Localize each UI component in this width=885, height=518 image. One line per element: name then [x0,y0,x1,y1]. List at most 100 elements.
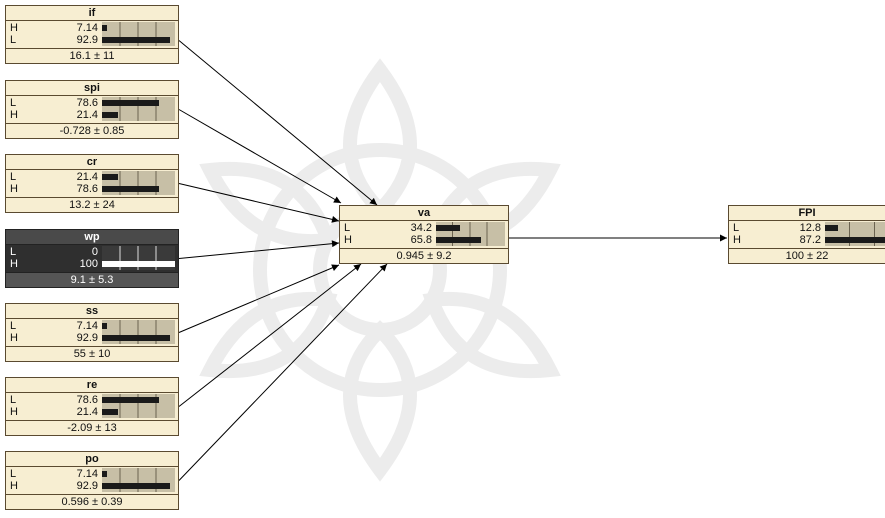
probability-bar-track [102,406,175,418]
probability-bar-track [825,234,885,246]
probability-bar [102,186,159,192]
state-probability: 7.14 [30,468,98,480]
state-probability: 87.2 [753,234,821,246]
probability-bar-track [102,246,175,258]
state-probability: 92.9 [30,480,98,492]
node-expected-value: 0.945 ± 9.2 [340,249,508,263]
node-states: L21.4H78.6 [6,170,178,198]
state-label: H [10,22,18,34]
probability-bar-track [436,222,505,234]
probability-bar [102,471,107,477]
state-label: L [10,468,16,480]
probability-bar [102,25,107,31]
node-title: va [340,206,508,221]
state-label: H [10,480,18,492]
state-row-h: H 65.8 [340,234,508,246]
node-title: re [6,378,178,393]
probability-bar [102,100,159,106]
probability-bar-track [825,222,885,234]
state-probability: 0 [30,246,98,258]
edge-if-to-va [179,41,377,206]
probability-bar [102,323,107,329]
state-probability: 78.6 [30,183,98,195]
probability-bar [102,174,118,180]
state-label: H [344,234,352,246]
node-expected-value: -0.728 ± 0.85 [6,124,178,138]
probability-bar [102,335,170,341]
probability-bar-track [102,394,175,406]
probability-bar [102,483,170,489]
node-expected-value: 13.2 ± 24 [6,198,178,212]
state-probability: 21.4 [30,171,98,183]
state-row-l: L 21.4 [6,171,178,183]
node-expected-value: 0.596 ± 0.39 [6,495,178,509]
probability-bar-track [436,234,505,246]
node-expected-value: 100 ± 22 [729,249,885,263]
edge-ss-to-va [179,265,339,333]
probability-bar [102,261,175,267]
node-title: FPI [729,206,885,221]
probability-bar [436,225,460,231]
node-expected-value: 9.1 ± 5.3 [6,273,178,287]
node-expected-value: 16.1 ± 11 [6,49,178,63]
state-probability: 92.9 [30,332,98,344]
probability-bar [102,409,118,415]
state-probability: 21.4 [30,406,98,418]
probability-bar [825,225,838,231]
state-probability: 92.9 [30,34,98,46]
node-states: H7.14L 92.9 [6,21,178,49]
state-row-l: L 92.9 [6,34,178,46]
state-row-h: H 92.9 [6,480,178,492]
probability-bar [102,112,118,118]
probability-bar-track [102,468,175,480]
probability-bar-track [102,258,175,270]
state-row-h: H 87.2 [729,234,885,246]
node-title: cr [6,155,178,170]
state-row-l: L7.14 [6,320,178,332]
state-probability: 65.8 [364,234,432,246]
probability-bar-track [102,332,175,344]
state-label: L [10,34,16,46]
state-label: L [344,222,350,234]
probability-bar-track [102,109,175,121]
state-row-l: L 7.14 [6,468,178,480]
node-title: po [6,452,178,467]
state-label: H [10,109,18,121]
probability-bar-track [102,34,175,46]
node-states: L7.14H92.9 [6,319,178,347]
state-row-l: L 78.6 [6,97,178,109]
state-label: H [733,234,741,246]
edge-po-to-va [179,264,387,481]
state-label: L [733,222,739,234]
edge-wp-to-va [179,243,339,259]
node-title: spi [6,81,178,96]
node-title: ss [6,304,178,319]
node-expected-value: -2.09 ± 13 [6,421,178,435]
state-probability: 78.6 [30,97,98,109]
state-label: L [10,97,16,109]
probability-bar-track [102,22,175,34]
node-title: wp [6,230,178,245]
state-label: L [10,171,16,183]
